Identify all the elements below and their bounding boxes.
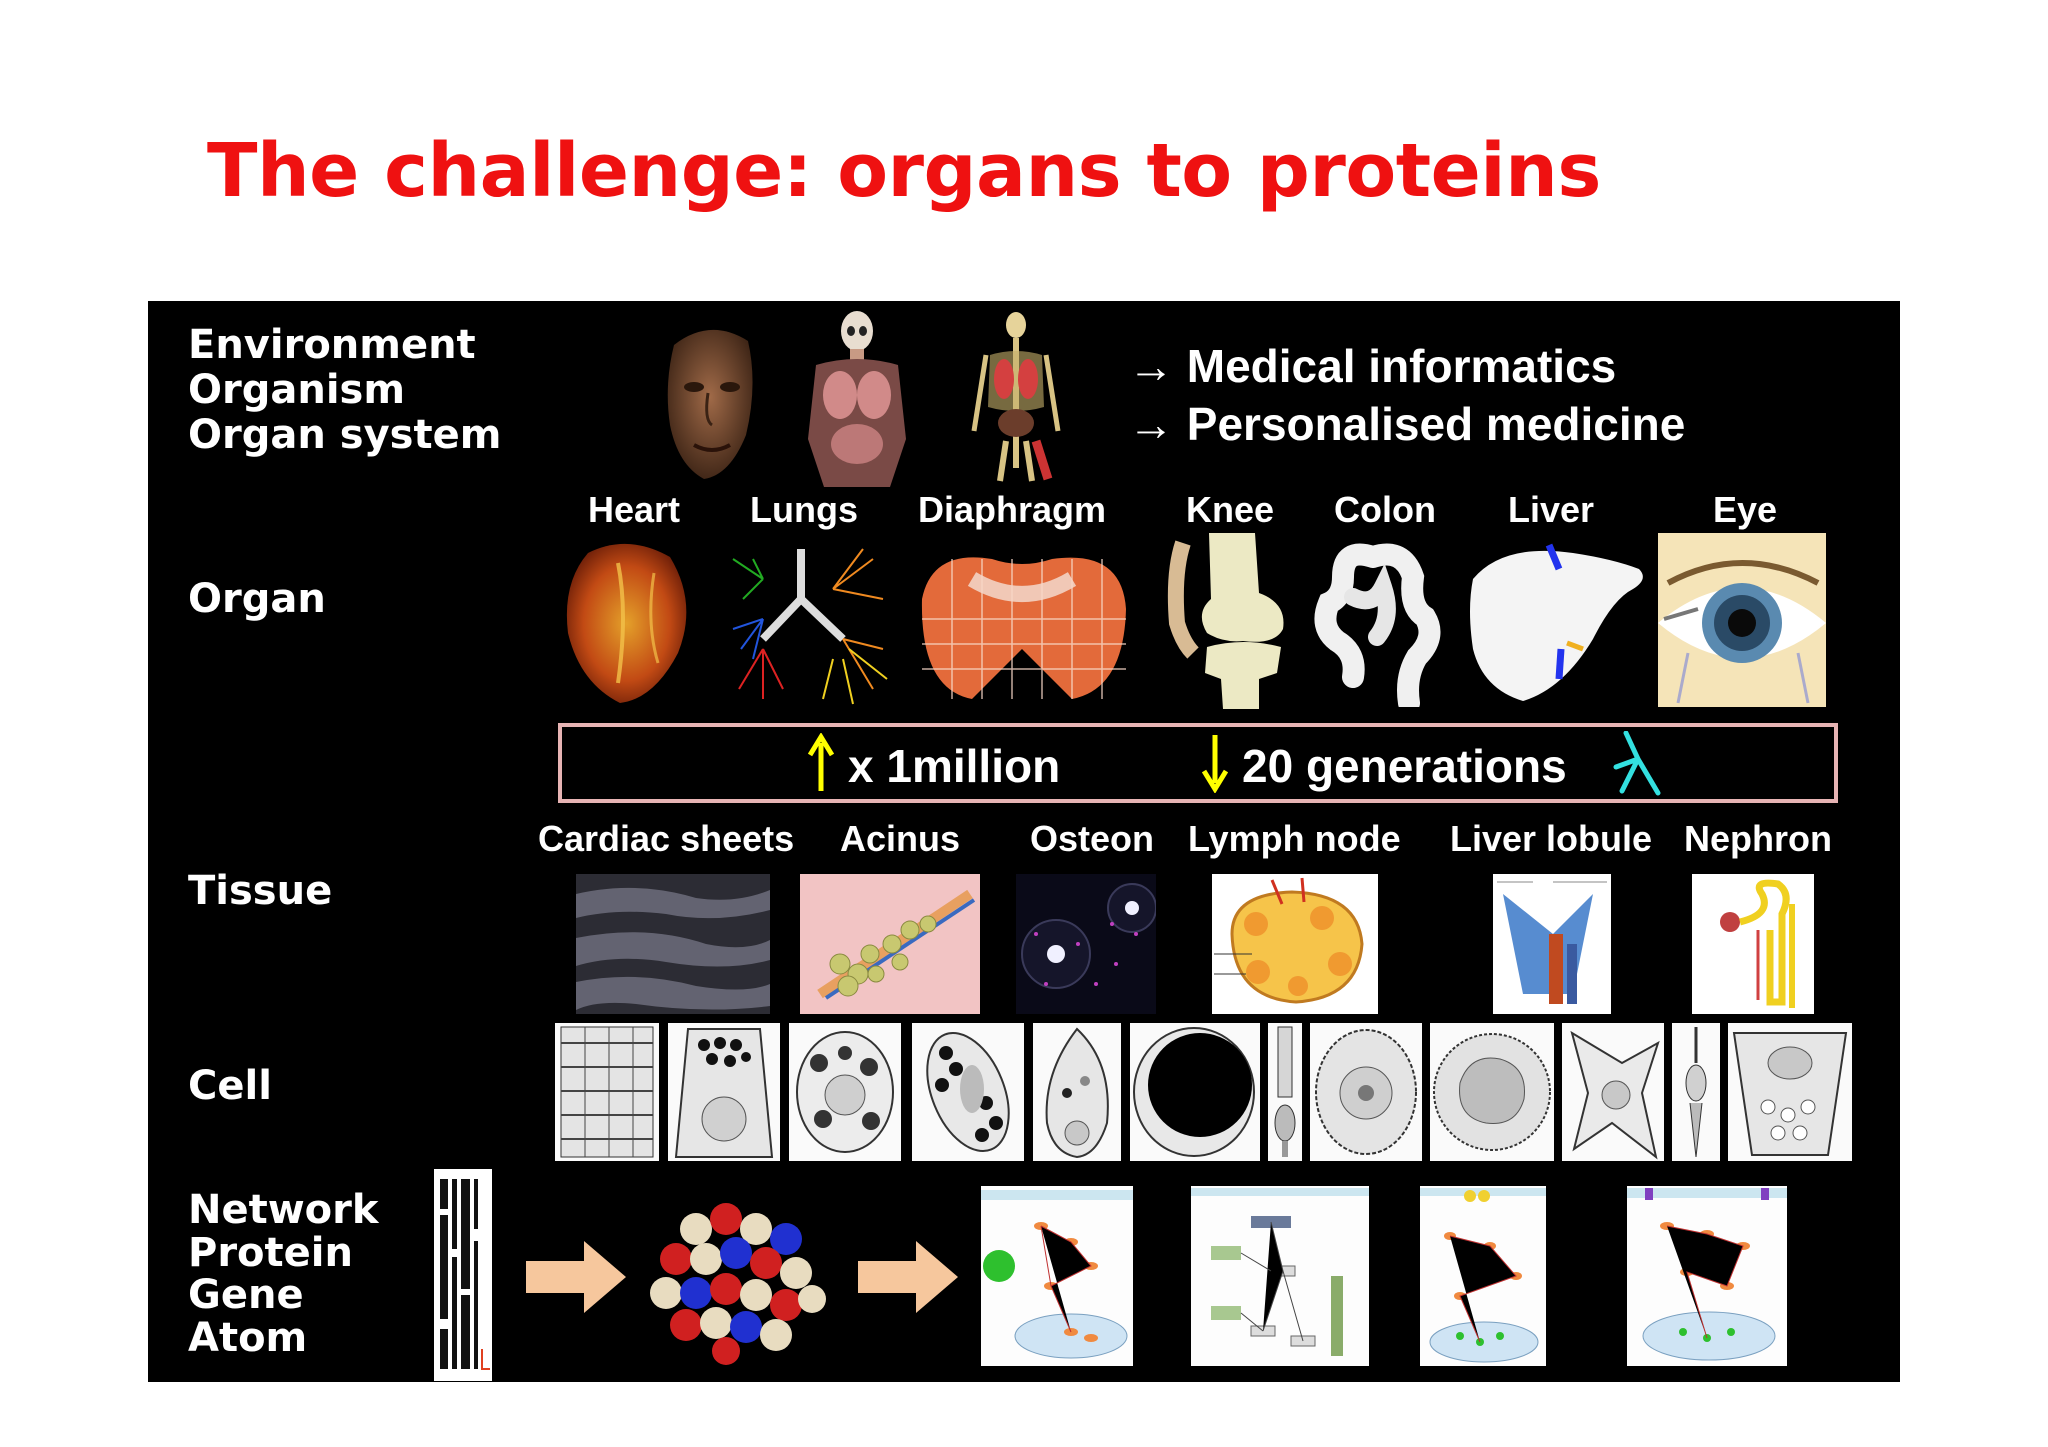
cell-image-2 <box>668 1023 780 1161</box>
skeleton-image <box>971 312 1061 482</box>
flow-arrow-icon <box>858 1241 958 1313</box>
liver-lobule-image <box>1493 874 1611 1014</box>
scale-banner: x 1million 20 generations <box>558 723 1838 803</box>
scale-panel: Environment Organism Organ system Organ … <box>148 301 1900 1382</box>
level-cell: Cell <box>188 1063 272 1109</box>
tissue-label-nephron: Nephron <box>1684 818 1832 859</box>
tissue-label-osteon: Osteon <box>1030 818 1155 859</box>
network-diagram-3 <box>1420 1186 1546 1366</box>
flow-arrow-icon <box>526 1241 626 1313</box>
organ-label-heart: Heart <box>588 489 681 530</box>
face-image <box>667 329 753 479</box>
torso-image <box>808 311 906 487</box>
organ-label-lungs: Lungs <box>750 489 858 530</box>
protein-structure-image <box>650 1203 826 1365</box>
informatics-line-1: → Medical informatics <box>1128 340 1617 392</box>
level-atom: Atom <box>188 1315 308 1361</box>
organ-label-liver: Liver <box>1508 489 1595 530</box>
tissue-label-liver-lobule: Liver lobule <box>1450 818 1653 859</box>
arrow-down-icon <box>1202 735 1228 793</box>
arrow-up-icon <box>808 733 834 791</box>
tissue-label-acinus: Acinus <box>840 818 961 859</box>
osteon-image <box>1016 874 1156 1014</box>
organ-label-diaphragm: Diaphragm <box>918 489 1107 530</box>
lungs-image <box>732 548 888 705</box>
tissue-label-cardiac-sheets: Cardiac sheets <box>538 818 795 859</box>
lymph-node-image <box>1212 874 1378 1014</box>
scale-up-text: x 1million <box>848 740 1061 792</box>
nephron-image <box>1692 874 1814 1014</box>
level-protein: Protein <box>188 1230 353 1276</box>
eye-image <box>1658 533 1826 707</box>
network-diagram-4 <box>1627 1186 1787 1366</box>
cardiac-sheets-image <box>576 874 770 1014</box>
network-diagram-1 <box>981 1186 1133 1366</box>
network-diagram-2 <box>1191 1186 1369 1366</box>
cell-image-8 <box>1310 1023 1422 1161</box>
level-organ: Organ <box>188 576 326 622</box>
cell-image-3 <box>789 1023 901 1161</box>
page-title: The challenge: organs to proteins <box>207 128 1601 214</box>
cell-image-10 <box>1562 1023 1664 1161</box>
gene-sequence-image <box>434 1169 492 1381</box>
informatics-line-2: → Personalised medicine <box>1128 398 1686 450</box>
organ-label-colon: Colon <box>1334 489 1436 530</box>
organ-label-eye: Eye <box>1713 489 1778 530</box>
cell-image-11 <box>1672 1023 1720 1161</box>
colon-image <box>1314 543 1441 707</box>
level-organism: Organism <box>188 367 406 413</box>
level-gene: Gene <box>188 1272 304 1318</box>
cell-image-5 <box>1033 1023 1121 1161</box>
cell-image-12 <box>1728 1023 1852 1161</box>
cell-image-9 <box>1430 1023 1554 1161</box>
branching-icon <box>1613 731 1661 796</box>
tissue-label-lymph-node: Lymph node <box>1188 818 1401 859</box>
cell-image-4 <box>912 1023 1024 1161</box>
liver-image <box>1470 543 1643 701</box>
acinus-image <box>800 874 980 1014</box>
level-tissue: Tissue <box>188 868 333 914</box>
knee-image <box>1167 533 1284 709</box>
cell-image-6 <box>1130 1023 1260 1161</box>
level-environment: Environment <box>188 322 476 368</box>
diaphragm-image <box>921 557 1126 699</box>
heart-image <box>566 543 687 703</box>
scale-down-text: 20 generations <box>1242 740 1567 792</box>
level-network: Network <box>188 1187 379 1233</box>
organ-label-knee: Knee <box>1186 489 1275 530</box>
level-organ-system: Organ system <box>188 412 502 458</box>
cell-image-7 <box>1268 1023 1302 1161</box>
cell-image-1 <box>555 1023 659 1161</box>
